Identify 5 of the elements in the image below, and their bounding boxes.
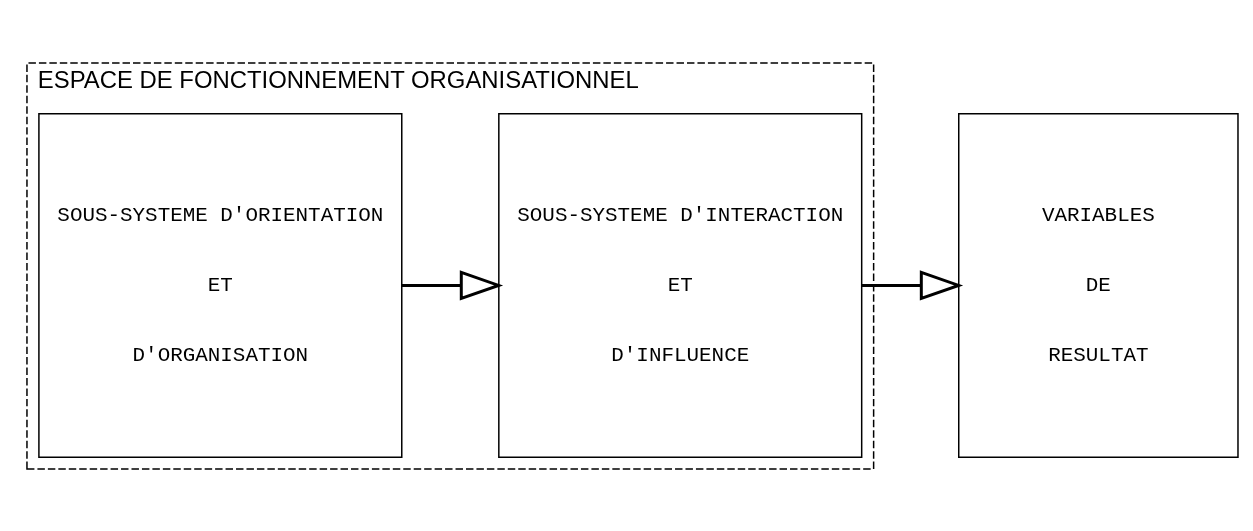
node-box: VARIABLES DE RESULTAT (958, 112, 1239, 458)
arrow (401, 269, 504, 301)
node-box: SOUS-SYSTEME D'ORIENTATION ET D'ORGANISATION (38, 112, 403, 458)
node-box: SOUS-SYSTEME D'INTERACTION ET D'INFLUENCE (498, 112, 863, 458)
arrow (862, 269, 964, 301)
